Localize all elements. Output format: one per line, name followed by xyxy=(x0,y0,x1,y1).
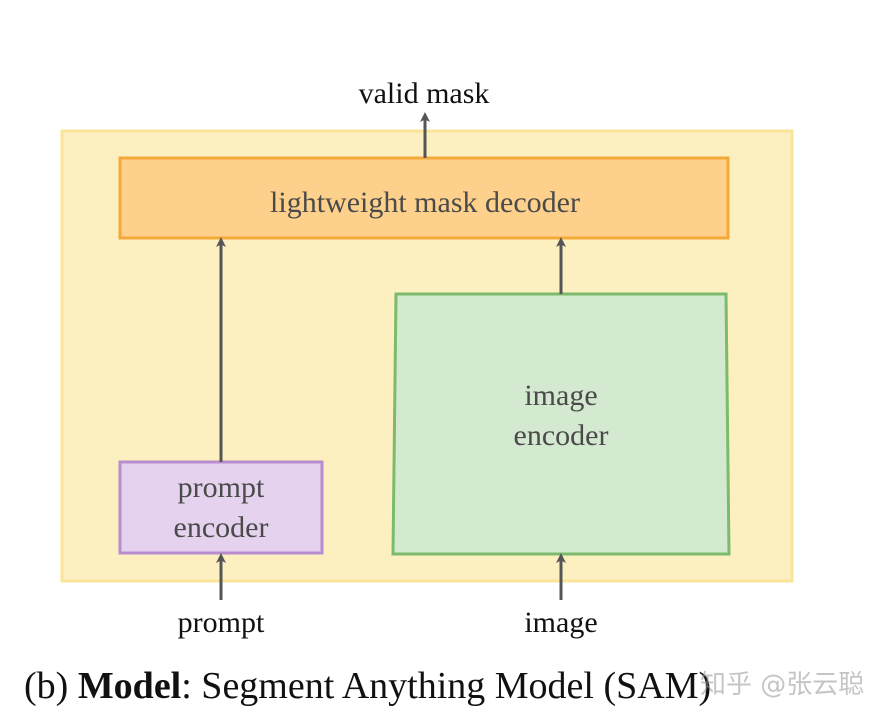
figure-caption: (b) Model: Segment Anything Model (SAM) xyxy=(24,662,711,710)
caption-rest: : Segment Anything Model (SAM) xyxy=(181,665,712,707)
watermark: 知乎 @张云聪 xyxy=(700,670,865,700)
output-label: valid mask xyxy=(359,77,490,110)
prompt-encoder-box xyxy=(118,460,324,555)
caption-model-bold: Model xyxy=(77,665,182,707)
prompt-encoder-label-line2: encoder xyxy=(174,511,269,544)
mask-decoder-box xyxy=(118,156,730,240)
image-encoder-label-line2: encoder xyxy=(514,419,609,452)
image-input-label: image xyxy=(524,606,597,639)
image-encoder-label-line1: image xyxy=(524,379,597,412)
mask-decoder-label: lightweight mask decoder xyxy=(270,186,580,219)
caption-prefix: (b) xyxy=(24,665,78,707)
image-encoder-box xyxy=(391,292,731,556)
prompt-input-label: prompt xyxy=(178,606,265,639)
prompt-encoder-label-line1: prompt xyxy=(178,471,265,504)
